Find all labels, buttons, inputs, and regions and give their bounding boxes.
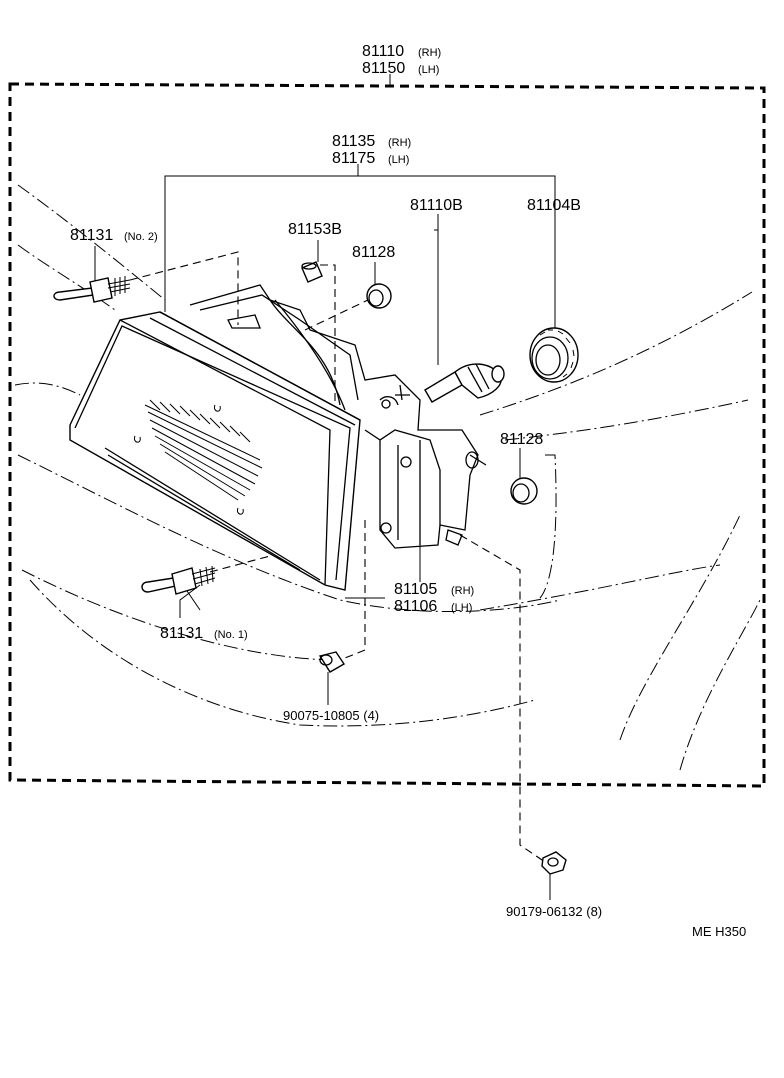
label-bracket-lh-suffix: (LH) xyxy=(451,602,472,614)
label-bulb: 81110B xyxy=(410,197,463,214)
label-screw-no1: 81131 xyxy=(160,625,203,642)
clip-fastener xyxy=(318,651,345,673)
adjusting-screw-no2 xyxy=(53,276,131,303)
label-assy-rh-suffix: (RH) xyxy=(418,47,441,59)
label-unit-lh-suffix: (LH) xyxy=(388,154,409,166)
label-bracket-rh-suffix: (RH) xyxy=(451,585,474,597)
headlamp-rear-body xyxy=(189,284,479,549)
vehicle-body-outlines xyxy=(14,184,761,771)
label-clip: 90075-10805 (4) xyxy=(283,708,379,723)
label-grommet-right: 81128 xyxy=(500,431,543,448)
headlamp-housing xyxy=(69,311,361,591)
grommet-top xyxy=(366,283,392,309)
label-unit-lh: 81175 xyxy=(332,150,375,167)
headlamp-bulb xyxy=(424,363,505,403)
assembly-boundary xyxy=(8,82,766,788)
label-screw-no2: 81131 xyxy=(70,227,113,244)
label-socket: 81104B xyxy=(527,197,581,214)
label-nut: 90179-06132 (8) xyxy=(506,904,602,919)
label-pin: 81153B xyxy=(288,221,342,238)
label-assy-rh: 81110 xyxy=(362,43,404,60)
label-screw-no2-suffix: (No. 2) xyxy=(124,231,158,243)
label-assy-lh-suffix: (LH) xyxy=(418,64,439,76)
label-grommet-top: 81128 xyxy=(352,244,395,261)
hex-nut xyxy=(541,851,567,875)
leader-lines xyxy=(94,74,556,900)
label-bracket-rh: 81105 xyxy=(394,581,437,598)
lens-pattern xyxy=(133,399,263,515)
grommet-right xyxy=(510,477,538,505)
bulb-socket-ring xyxy=(529,327,579,383)
mounting-dash-lines xyxy=(129,251,546,863)
bracket-stud xyxy=(445,451,487,546)
label-ref-code: ME H350 xyxy=(692,924,746,939)
label-unit-rh: 81135 xyxy=(332,133,375,150)
part-labels: 81110 (RH) 81150 (LH) 81135 (RH) 81175 (… xyxy=(70,43,746,939)
label-bracket-lh: 81106 xyxy=(394,598,437,615)
label-unit-rh-suffix: (RH) xyxy=(388,137,411,149)
label-assy-lh: 81150 xyxy=(362,60,405,77)
adjuster-pin xyxy=(301,261,323,283)
adjusting-screw-no1 xyxy=(141,565,216,595)
label-screw-no1-suffix: (No. 1) xyxy=(214,629,248,641)
